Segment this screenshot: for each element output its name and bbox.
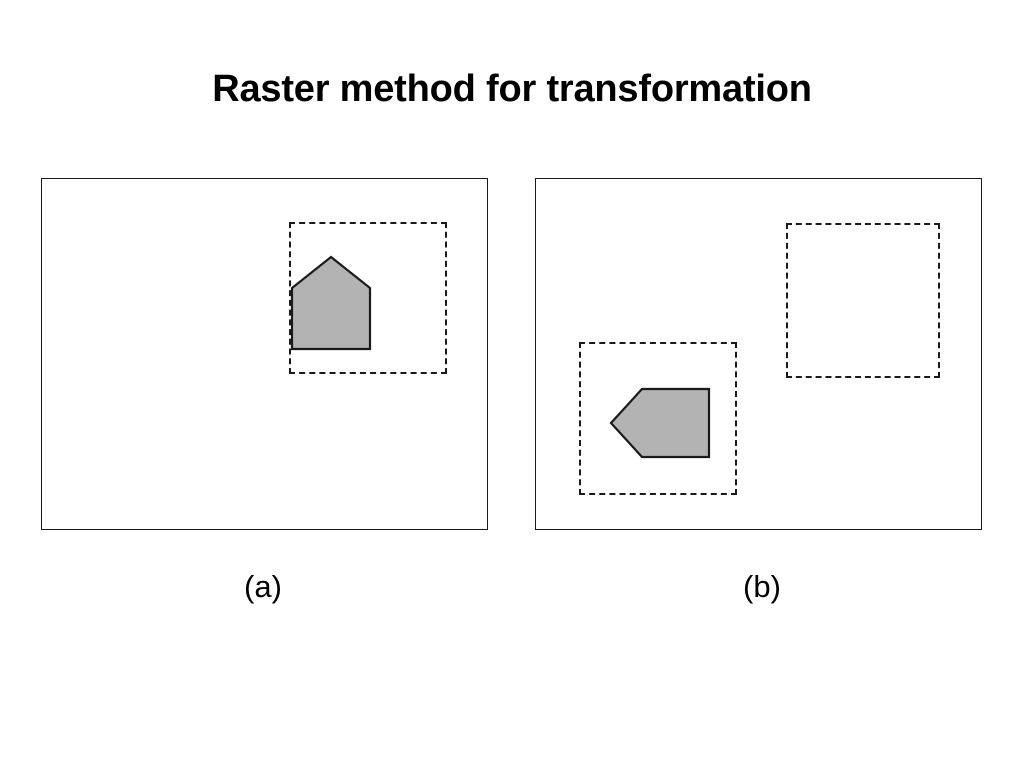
page-title: Raster method for transformation — [212, 68, 812, 110]
figure-panel-a — [41, 178, 488, 530]
target-selection-box-b — [579, 342, 737, 495]
figure-panel-b — [535, 178, 982, 530]
panel-caption-b: (b) — [743, 569, 781, 604]
source-selection-box-a — [289, 222, 447, 374]
source-selection-box-b-empty — [786, 223, 940, 378]
house-polygon-upright — [290, 255, 372, 351]
house-polygon-rotated — [609, 387, 711, 459]
panel-caption-a: (a) — [244, 569, 282, 604]
shape-layer-b — [609, 387, 711, 459]
shape-layer-a — [290, 255, 372, 351]
